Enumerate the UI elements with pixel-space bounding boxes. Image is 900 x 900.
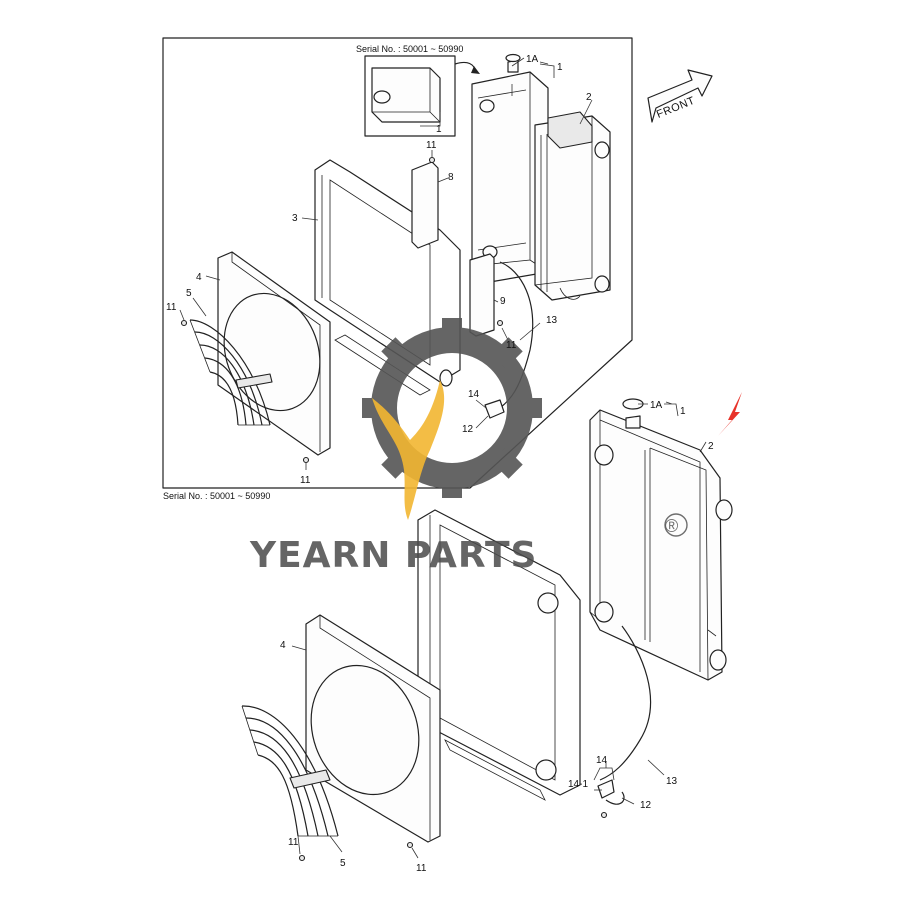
label-top-4: 4: [196, 272, 202, 283]
serial-note-bottom: Serial No. : 50001 ~ 50990: [163, 491, 270, 501]
label-top-11c: 11: [506, 340, 517, 351]
label-top-5: 5: [186, 288, 192, 299]
bottom-bolts: [298, 811, 608, 862]
label-bot-13: 13: [666, 776, 678, 787]
top-fan-shroud: [217, 251, 331, 456]
label-top-8: 8: [448, 172, 454, 183]
label-top-11b: 11: [166, 302, 177, 313]
front-arrow: FRONT: [647, 69, 713, 123]
serial-note-top: Serial No. : 50001 ~ 50990: [356, 44, 463, 54]
top-clamp: [484, 399, 505, 419]
flame-logo: [372, 380, 445, 520]
label-top-1: 1: [557, 62, 563, 73]
label-bot-2: 2: [708, 441, 714, 452]
registered-mark-ring: [664, 513, 688, 537]
bottom-clamp: [597, 779, 625, 805]
registered-mark: ®: [665, 516, 678, 536]
label-top-1A: 1A: [526, 54, 539, 65]
label-bot-4: 4: [280, 640, 286, 651]
label-top-11a: 11: [426, 140, 437, 151]
label-top-9: 9: [500, 296, 506, 307]
label-bot-11b: 11: [416, 863, 427, 874]
leader-lines: [179, 57, 707, 859]
label-top-11d: 11: [300, 475, 311, 486]
inset-detail: [364, 55, 480, 137]
top-diagram-frame: [162, 37, 633, 489]
label-bot-5: 5: [340, 858, 346, 869]
label-top-3: 3: [292, 213, 298, 224]
bottom-radiator-assembly: [589, 398, 733, 681]
label-top-2: 2: [586, 92, 592, 103]
label-inset-1: 1: [436, 124, 442, 135]
top-bracket-9: [469, 253, 495, 337]
highlight-arrow: [718, 392, 742, 436]
label-bot-14-1: 14-1: [568, 779, 588, 790]
top-bracket-8: [411, 161, 439, 249]
label-bot-1A: 1A: [650, 400, 663, 411]
label-bot-11a: 11: [288, 837, 299, 848]
label-bot-14: 14: [596, 755, 608, 766]
top-oil-cooler: [534, 111, 611, 301]
bottom-fan-guard: [241, 705, 339, 837]
label-top-12: 12: [462, 424, 474, 435]
top-bolts: [180, 156, 504, 464]
brand-watermark: YEARN PARTS ®: [249, 318, 688, 576]
brand-text: YEARN PARTS: [249, 535, 537, 576]
label-top-13: 13: [546, 315, 558, 326]
bottom-hose: [599, 625, 652, 781]
label-top-14: 14: [468, 389, 480, 400]
label-bot-12: 12: [640, 800, 652, 811]
top-fan-guard: [189, 319, 273, 426]
label-bot-1: 1: [680, 406, 686, 417]
